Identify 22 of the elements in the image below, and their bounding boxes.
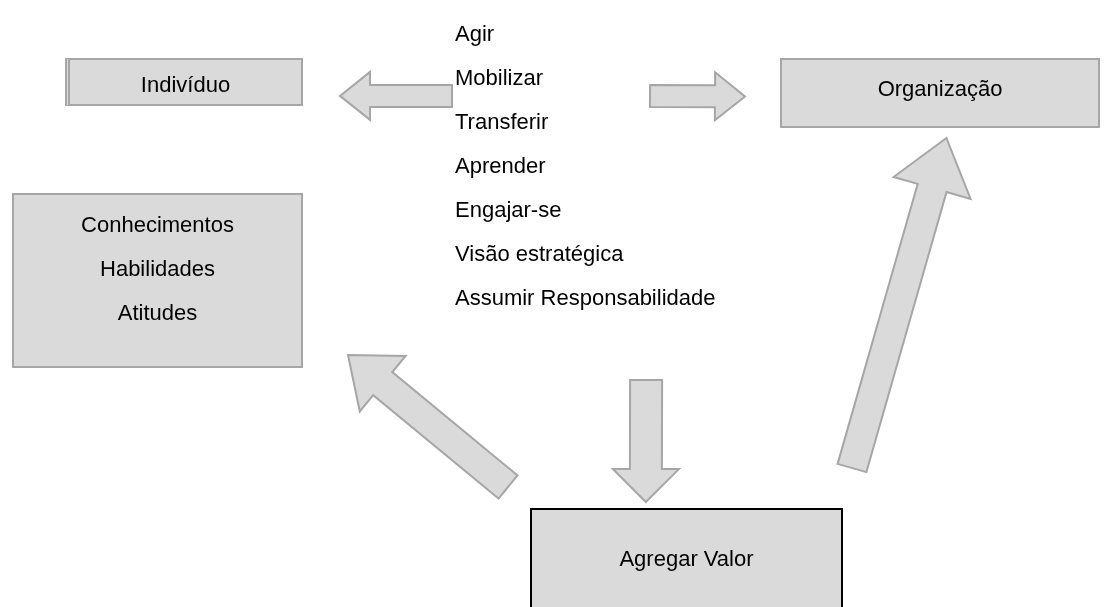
node-text: Atitudes [117,299,198,327]
process-box [65,58,303,106]
block-arrow [610,379,682,504]
node-text: Visão estratégica [455,240,624,268]
node-text: Assumir Responsabilidade [455,284,716,312]
process-box [12,193,303,368]
block-arrow [338,69,453,122]
block-arrow [346,354,519,500]
process-box [780,58,1100,128]
node-text: Habilidades [100,255,215,283]
block-arrow [836,136,973,474]
node-text: Agir [455,20,495,48]
block-arrow [648,70,747,123]
node-text: Aprender [455,152,546,180]
node-text: Organização [877,78,1003,100]
node-text: Conhecimentos [81,211,234,239]
node-text: Indivíduo [140,74,231,96]
node-text: Mobilizar [455,64,544,92]
process-box [530,508,843,607]
node-text: Agregar Valor [619,548,754,570]
node-text: Engajar-se [455,196,562,224]
node-text: Transferir [455,108,549,136]
